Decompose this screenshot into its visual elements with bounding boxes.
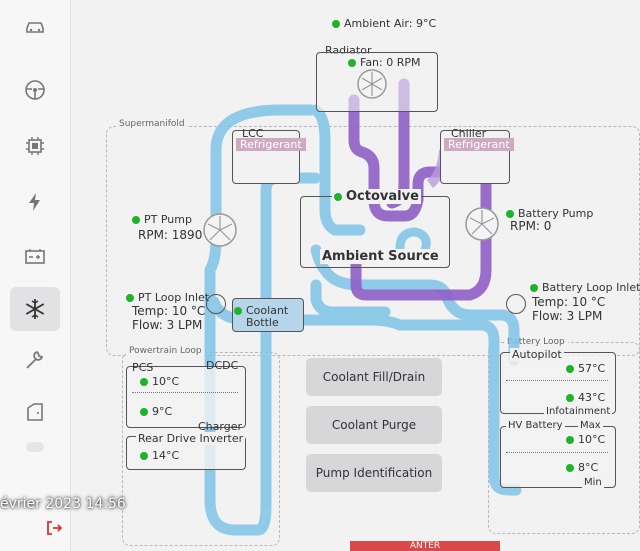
- infotainment-temp: 43°C: [566, 391, 605, 404]
- lightning-icon[interactable]: [10, 180, 60, 224]
- fan-icon: [357, 69, 387, 99]
- battery-icon[interactable]: [10, 234, 60, 278]
- divider: [132, 392, 238, 393]
- infotainment-title: Infotainment: [544, 406, 613, 417]
- coolant-bottle-box: [232, 298, 304, 332]
- pt-loop-inlet-title: PT Loop Inlet: [126, 291, 209, 304]
- status-dot-icon: [140, 378, 148, 386]
- battery-loop-title: Battery Loop: [504, 337, 568, 347]
- coolant-bottle-label: Coolant: [234, 304, 288, 317]
- status-dot-icon: [234, 307, 242, 315]
- pump-icon: [465, 207, 499, 241]
- supermanifold-title: Supermanifold: [116, 119, 188, 129]
- powertrain-loop-title: Powertrain Loop: [126, 346, 205, 356]
- hv-battery-max-title: Max: [578, 420, 603, 431]
- status-dot-icon: [332, 20, 340, 28]
- pt-loop-inlet-flow: Flow: 3 LPM: [132, 318, 203, 332]
- coolant-purge-button[interactable]: Coolant Purge: [306, 406, 442, 444]
- autopilot-title: Autopilot: [510, 348, 564, 361]
- charger-title: Charger: [198, 420, 242, 433]
- wrench-icon[interactable]: [10, 338, 60, 382]
- radiator-fan: Fan: 0 RPM: [348, 56, 421, 69]
- thermal-diagram: Supermanifold Powertrain Loop Battery Lo…: [70, 0, 640, 551]
- photo-timestamp: évrier 2023 14:56: [0, 496, 126, 512]
- pcs-temp: 10°C: [140, 375, 179, 388]
- status-dot-icon: [566, 436, 574, 444]
- status-dot-icon: [140, 408, 148, 416]
- chip-icon[interactable]: [10, 124, 60, 168]
- dcdc-title: DCDC: [206, 359, 239, 372]
- snowflake-icon[interactable]: [10, 287, 60, 331]
- status-dot-icon: [334, 192, 342, 201]
- hv-battery-min-temp: 8°C: [566, 461, 598, 474]
- battery-loop-inlet-temp: Temp: 10 °C: [532, 295, 606, 309]
- bottom-banner: ANTER: [350, 541, 500, 551]
- pump-icon: [203, 213, 237, 247]
- divider: [506, 380, 608, 381]
- pt-pump-rpm: RPM: 1890: [138, 228, 203, 242]
- sidebar: [0, 0, 71, 551]
- status-dot-icon: [348, 59, 356, 67]
- status-dot-icon: [126, 294, 134, 302]
- chiller-title: Chiller: [451, 127, 487, 140]
- coolant-fill-drain-button[interactable]: Coolant Fill/Drain: [306, 358, 442, 396]
- battery-loop-inlet-title: Battery Loop Inlet: [530, 281, 640, 294]
- hv-battery-min-title: Min: [582, 477, 604, 488]
- battery-pump-title: Battery Pump: [506, 207, 593, 220]
- pt-pump-title: PT Pump: [132, 213, 192, 226]
- exit-icon[interactable]: [44, 518, 64, 542]
- status-dot-icon: [530, 284, 538, 292]
- lcc-refrigerant-badge: Refrigerant: [236, 138, 306, 151]
- pcs-dcdc-box: [126, 366, 246, 428]
- octovalve-label: Octovalve: [332, 189, 421, 204]
- partial-icon: [26, 442, 44, 452]
- ambient-air-label: Ambient Air: 9°C: [332, 17, 436, 30]
- pump-identification-button[interactable]: Pump Identification: [306, 454, 442, 492]
- status-dot-icon: [506, 210, 514, 218]
- autopilot-infotainment-box: [500, 352, 616, 414]
- flow-sensor-icon: [206, 294, 226, 314]
- dcdc-temp: 9°C: [140, 405, 172, 418]
- hv-battery-max-temp: 10°C: [566, 433, 605, 446]
- ambient-source-label: Ambient Source: [320, 249, 441, 264]
- status-dot-icon: [566, 365, 574, 373]
- hv-battery-title: HV Battery: [506, 420, 565, 431]
- flow-sensor-icon: [506, 294, 526, 314]
- car-icon[interactable]: [10, 4, 60, 48]
- steering-wheel-icon[interactable]: [10, 68, 60, 112]
- rear-drive-inverter-temp: 14°C: [140, 449, 179, 462]
- autopilot-temp: 57°C: [566, 362, 605, 375]
- status-dot-icon: [132, 216, 140, 224]
- status-dot-icon: [566, 394, 574, 402]
- rear-drive-inverter-title: Rear Drive Inverter: [136, 432, 246, 445]
- lcc-title: LCC: [242, 127, 264, 140]
- battery-loop-inlet-flow: Flow: 3 LPM: [532, 309, 603, 323]
- pt-loop-inlet-temp: Temp: 10 °C: [132, 304, 206, 318]
- battery-pump-rpm: RPM: 0: [510, 219, 552, 233]
- door-icon[interactable]: [10, 390, 60, 434]
- status-dot-icon: [566, 464, 574, 472]
- divider: [506, 452, 608, 453]
- coolant-bottle-line2: Bottle: [246, 316, 279, 329]
- status-dot-icon: [140, 452, 148, 460]
- chiller-refrigerant-badge: Refrigerant: [444, 138, 514, 151]
- pcs-title: PCS: [132, 361, 154, 374]
